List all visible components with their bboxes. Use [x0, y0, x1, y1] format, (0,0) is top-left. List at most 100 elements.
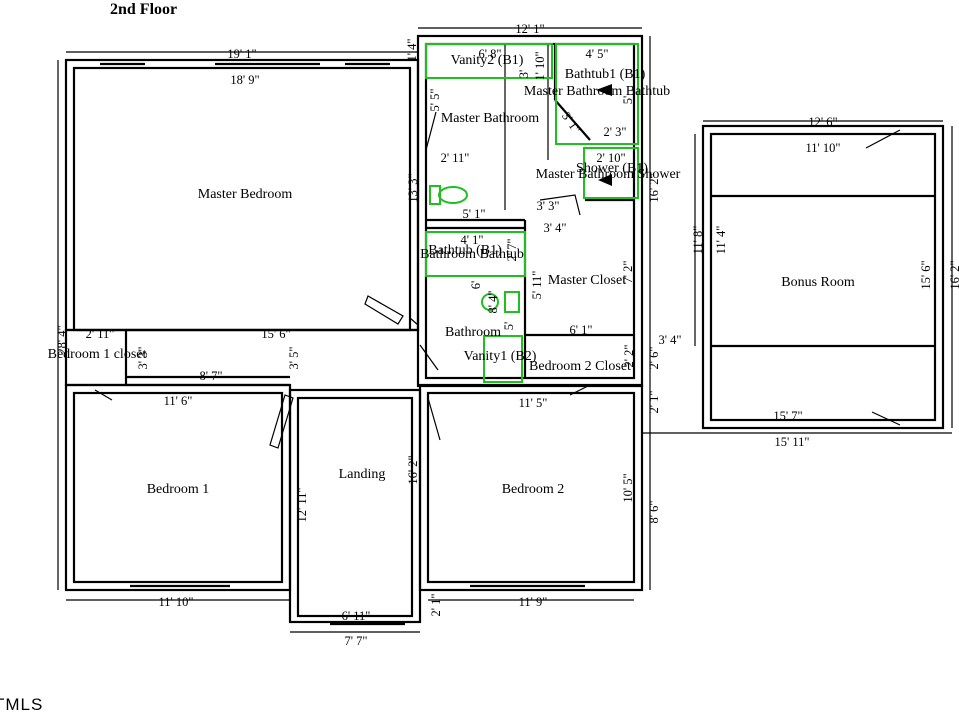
dimension-label: 5': [621, 96, 635, 105]
door: [419, 344, 439, 371]
shower-outline: [583, 147, 639, 199]
dimension-label: 7' 2": [621, 261, 635, 284]
dimension-label: 12' 6": [808, 115, 837, 129]
dimension-label: 11' 5": [519, 396, 548, 410]
dimension-label: 6' 8": [479, 47, 502, 61]
room-label-bathroom: Bathroom: [445, 325, 501, 340]
dimension-label: 1' 10": [533, 51, 547, 80]
room-label-bathroom-bathtub: Bathroom Bathtub: [420, 247, 524, 262]
dimension-label: 2' 1": [647, 391, 661, 414]
bath-block-outer-wall: [416, 34, 644, 388]
bathtub-wall: [554, 99, 591, 141]
room-label-bathtub1: Bathtub1 (B1): [565, 67, 646, 82]
door: [425, 111, 437, 151]
door: [427, 397, 441, 441]
dimension-label: 11' 9": [519, 595, 548, 609]
room-label-bedroom1-closet: Bedroom 1 closet: [48, 347, 147, 362]
dimension-label: 3' 5": [287, 347, 301, 370]
dimension-label: 11' 6": [164, 394, 193, 408]
room-label-bonus-room: Bonus Room: [781, 275, 855, 290]
dimension-label: 5' 11": [530, 271, 544, 300]
room-label-bedroom2: Bedroom 2: [502, 482, 565, 497]
door: [871, 411, 901, 426]
dimension-label: 18' 9": [230, 73, 259, 87]
dimension-label: 8' 6": [647, 501, 661, 524]
dimension-label: 15' 6": [261, 327, 290, 341]
room-label-master-bedroom: Master Bedroom: [198, 187, 293, 202]
bonus-room-outer-wall: [701, 124, 945, 430]
dimension-label: 16' 2": [647, 173, 661, 202]
dimension-label: 8' 7": [200, 369, 223, 383]
room-label-master-closet: Master Closet: [548, 273, 626, 288]
dimension-label: 6' 11": [342, 609, 371, 623]
dimension-label: 11' 10": [158, 595, 193, 609]
door: [539, 194, 581, 216]
dimension-label: 16' 2": [948, 260, 959, 289]
dimension-label: 19' 1": [227, 47, 256, 61]
dimension-label: 15' 6": [919, 260, 933, 289]
dimension-label: 2' 1": [429, 594, 443, 617]
dimension-label: 5': [502, 322, 516, 331]
dimension-label: 3' 3": [537, 199, 560, 213]
dimension-label: 2' 11": [441, 151, 470, 165]
dimension-label: 15' 7": [773, 409, 802, 423]
door: [94, 389, 113, 401]
dimension-label: 15' 11": [774, 435, 809, 449]
floor-title: 2nd Floor: [110, 1, 177, 18]
dimension-label: 16' 2": [406, 455, 420, 484]
dimension-label: 3' 4": [544, 221, 567, 235]
bedroom1-inner-wall: [72, 391, 284, 584]
dimension-label: 2' 3": [604, 125, 627, 139]
dimension-label: 5' 1": [463, 207, 486, 221]
room-labels: Master Bedroom Master Bathroom Master Ba…: [48, 53, 855, 497]
room-label-master-bathroom-shower: Master Bathroom Shower: [536, 167, 681, 182]
dimension-label: 5' 5": [428, 89, 442, 112]
bonus-room-inner-wall: [709, 132, 937, 422]
fixtures: [425, 43, 639, 383]
toilet-tank-icon: [429, 185, 441, 205]
room-label-landing: Landing: [339, 467, 386, 482]
dimension-label: 3' 3": [136, 347, 150, 370]
dimension-label: 7' 7": [345, 634, 368, 648]
room-label-bathtub-b1: Bathtub (B1): [428, 243, 502, 258]
dimension-label: 2' 2": [622, 345, 636, 368]
dimension-label: 3': [517, 70, 531, 79]
dimension-label: 12' 1": [515, 22, 544, 36]
toilet-icon: [438, 186, 468, 204]
dimension-label: 2' 7": [505, 239, 519, 262]
arrow-icon: [598, 174, 612, 186]
bedroom2-inner-wall: [426, 391, 636, 584]
landing-inner-wall: [296, 396, 414, 618]
door: [269, 394, 294, 449]
dimension-label: 3' 4": [659, 333, 682, 347]
room-label-master-bathroom-bathtub: Master Bathroom Bathtub: [524, 84, 670, 99]
door: [409, 317, 419, 326]
room-label-shower: Shower (B1): [576, 161, 648, 176]
room-label-bedroom2-closet: Bedroom 2 Closet: [529, 359, 631, 374]
dimension-label: 11' 4": [714, 226, 728, 255]
room-label-vanity1: Vanity1 (B2): [464, 349, 537, 364]
dimension-label: 11' 8": [691, 226, 705, 255]
bathtub1-outline: [555, 43, 639, 145]
dimension-label: 2' 11": [86, 327, 115, 341]
room-label-master-bathroom: Master Bathroom: [441, 111, 539, 126]
door: [865, 129, 901, 149]
dimension-label: 28' 4": [55, 325, 69, 354]
room-label-vanity2: Vanity2 (B1): [451, 53, 524, 68]
toilet-tank-icon: [504, 291, 520, 313]
dimension-labels: 19' 1" 18' 9" 28' 4" 12' 1" 1' 4" 6' 8" …: [55, 22, 959, 648]
door: [364, 295, 404, 325]
dimension-label: 2' 10": [596, 151, 625, 165]
dimension-label: 6' 1": [570, 323, 593, 337]
room-label-bedroom1: Bedroom 1: [147, 482, 210, 497]
arrow-icon: [596, 84, 612, 96]
dimension-label: 4' 5": [586, 47, 609, 61]
dimension-label: 11' 10": [805, 141, 840, 155]
landing-outer-wall: [288, 388, 422, 624]
dimension-label: 10' 5": [621, 473, 635, 502]
vanity2-outline: [425, 43, 553, 79]
door: [569, 384, 591, 396]
dimension-label: 6': [469, 281, 483, 290]
dimension-label: 4' 1": [461, 233, 484, 247]
